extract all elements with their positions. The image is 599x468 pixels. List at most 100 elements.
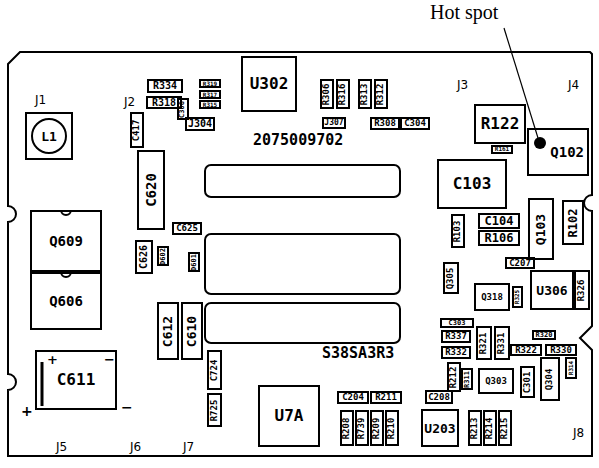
component-outline: R311 — [461, 368, 473, 390]
part-designator: R725 — [210, 399, 219, 421]
part-designator: U203 — [424, 422, 455, 435]
component-outline: Q304 — [540, 357, 560, 401]
part-designator: R332 — [445, 348, 467, 357]
component-outline: D601 — [188, 252, 200, 272]
part-designator: R314 — [568, 361, 574, 375]
part-designator: R210 — [387, 417, 396, 439]
part-designator: R214 — [485, 417, 494, 439]
part-designator: L1 — [41, 130, 57, 143]
component-outline: C103 — [437, 159, 507, 209]
part-designator: J304 — [188, 119, 212, 129]
component-outline: R312 — [374, 79, 388, 109]
component-outline: J307 — [322, 117, 346, 129]
component-outline: C417 — [130, 112, 144, 148]
part-designator: D601 — [191, 254, 198, 271]
silkscreen-label: J1 — [35, 94, 46, 106]
part-designator: R213 — [470, 417, 479, 439]
component-outline: C625 — [172, 222, 202, 235]
part-designator: R330 — [550, 346, 572, 355]
part-designator: U7A — [275, 408, 304, 424]
board-slot — [205, 234, 400, 294]
part-designator: R161 — [495, 146, 509, 152]
part-designator: Q102 — [550, 145, 584, 159]
inductor-circle — [32, 119, 66, 153]
component-outline: R209 — [370, 410, 384, 446]
part-designator: R209 — [372, 417, 381, 439]
component-outline: R208 — [340, 410, 354, 446]
component-outline: R161 — [491, 145, 513, 154]
component-outline: R213 — [468, 410, 482, 446]
part-designator: Q303 — [485, 377, 507, 386]
component-outline: C626 — [135, 240, 153, 274]
component-outline: C724 — [207, 350, 222, 390]
silkscreen-label: J5 — [56, 441, 67, 453]
part-designator: C301 — [523, 371, 532, 393]
component-outline: D602 — [157, 246, 169, 266]
part-designator: C303 — [449, 320, 466, 327]
part-designator: C612 — [162, 315, 175, 346]
component-outline: R316 — [336, 79, 350, 109]
part-designator: D602 — [160, 248, 167, 265]
component-outline: R313 — [358, 79, 372, 109]
component-outline: R215 — [498, 410, 512, 446]
part-designator: R208 — [342, 417, 351, 439]
part-designator: R319 — [203, 81, 217, 87]
component-outline: Q305 — [443, 262, 459, 294]
component-outline: C610 — [181, 302, 203, 360]
component-outline: R314 — [565, 357, 577, 379]
part-designator: C626 — [139, 245, 149, 269]
part-designator: C611 — [57, 372, 96, 388]
part-designator: R331 — [498, 332, 507, 354]
component-outline: R330 — [545, 344, 577, 356]
part-designator: C304 — [404, 119, 426, 128]
polarity-bar — [41, 362, 44, 406]
silkscreen-label: S38SA3R3 — [322, 346, 394, 361]
silkscreen-label: + — [21, 404, 33, 418]
component-outline: R337 — [441, 330, 471, 343]
part-designator: C208 — [428, 393, 450, 402]
part-designator: C620 — [144, 173, 158, 207]
component-outline: C204 — [337, 391, 369, 404]
component-outline: R332 — [441, 346, 471, 359]
part-designator: R211 — [375, 393, 397, 402]
silkscreen-label: − — [121, 400, 133, 414]
silkscreen-label: J3 — [457, 79, 468, 91]
component-outline: R102 — [562, 200, 584, 245]
part-designator: R318 — [152, 98, 176, 108]
silkscreen-label: J8 — [573, 427, 584, 439]
component-outline: R210 — [385, 410, 399, 446]
part-designator: C610 — [186, 315, 199, 346]
component-outline: U302 — [241, 56, 297, 112]
board-slot — [205, 303, 400, 343]
component-outline: R317 — [199, 90, 221, 99]
part-designator: Q609 — [49, 234, 83, 248]
part-designator: R102 — [567, 208, 579, 237]
part-designator: R313 — [361, 83, 370, 105]
part-designator: R308 — [374, 119, 396, 128]
part-designator: Q103 — [535, 213, 548, 244]
part-designator: R316 — [339, 83, 348, 105]
component-outline: Q303 — [478, 368, 514, 394]
part-designator: R122 — [481, 116, 520, 132]
part-designator: R320 — [536, 332, 553, 339]
part-designator: R326 — [578, 279, 587, 301]
silkscreen-label: J2 — [124, 96, 135, 108]
part-designator: R312 — [377, 83, 386, 105]
part-designator: U302 — [250, 76, 289, 92]
inductor-footprint: L1 — [25, 112, 73, 160]
component-outline: Q609 — [30, 210, 102, 272]
silkscreen-label: J6 — [130, 441, 141, 453]
component-outline: R103 — [451, 214, 465, 248]
part-designator: C204 — [342, 393, 364, 402]
component-outline: R315 — [199, 100, 221, 109]
component-outline: R319 — [199, 79, 221, 88]
part-designator: R106 — [485, 232, 514, 244]
part-designator: C417 — [132, 119, 141, 141]
callout-label: Hot spot — [430, 2, 498, 22]
component-outline: R334 — [147, 79, 183, 93]
component-outline: J304 — [185, 117, 215, 131]
component-outline: R325 — [512, 286, 523, 308]
part-designator: Q304 — [546, 368, 555, 390]
board-slot — [205, 165, 400, 197]
component-outline: C207 — [505, 257, 535, 269]
